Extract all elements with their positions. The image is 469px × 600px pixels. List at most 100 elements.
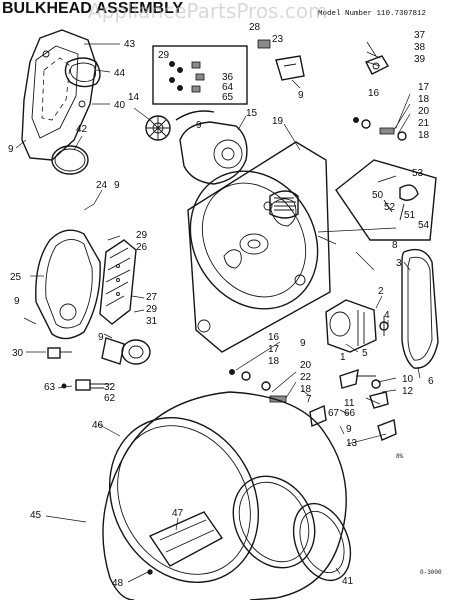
front-door-panel-25 <box>35 229 101 340</box>
drum-baffle-47 <box>148 511 224 567</box>
switch-assembly-box <box>335 159 437 241</box>
callout-32: 32 <box>104 382 116 393</box>
callout-13: 13 <box>346 438 358 449</box>
callout-37: 37 <box>414 30 426 41</box>
blower-wheel-14 <box>145 115 171 141</box>
callout-43: 43 <box>124 39 136 50</box>
callout-42: 42 <box>76 124 88 135</box>
callout-52: 52 <box>384 202 396 213</box>
callout-48: 48 <box>112 578 124 589</box>
roller-bracket-30 <box>47 347 72 359</box>
callout-18: 18 <box>268 356 280 367</box>
callout-66: 66 <box>344 408 356 419</box>
callout-10: 10 <box>402 374 414 385</box>
callout-62: 62 <box>104 393 116 404</box>
callout-9: 9 <box>196 120 202 131</box>
callout-19: 19 <box>272 116 284 127</box>
thermostat-32 <box>61 379 108 391</box>
drum-45 <box>102 391 347 600</box>
callout-25: 25 <box>10 272 22 283</box>
callout-5: 5 <box>362 348 368 359</box>
callout-47: 47 <box>172 508 184 519</box>
idler-bracket-11 <box>339 368 376 389</box>
callout-29: 29 <box>158 50 170 61</box>
callout-28: 28 <box>249 22 261 33</box>
drum-roller-31 <box>101 337 151 365</box>
watermark: AppliancePartsPros.com <box>88 0 328 23</box>
heater-grille <box>269 190 299 219</box>
callout-38: 38 <box>414 42 426 53</box>
callout-16: 16 <box>268 332 280 343</box>
callout-40: 40 <box>114 100 126 111</box>
callout-29: 29 <box>146 304 158 315</box>
callout-9: 9 <box>346 424 352 435</box>
callout-24: 24 <box>96 180 108 191</box>
blower-housing-15 <box>175 110 248 185</box>
callout-39: 39 <box>414 54 426 65</box>
idler-pulley-10 <box>369 379 389 409</box>
page-code: 8% <box>396 453 404 460</box>
callout-36: 36 <box>222 72 234 83</box>
callout-1: 1 <box>340 352 346 363</box>
callout-22: 22 <box>300 372 312 383</box>
callout-9: 9 <box>300 338 306 349</box>
callout-15: 15 <box>246 108 258 119</box>
callout-21: 21 <box>418 118 430 129</box>
callout-20: 20 <box>418 106 430 117</box>
callout-9: 9 <box>114 180 120 191</box>
callout-23: 23 <box>272 34 284 45</box>
model-number-label: Model Number 110.7307812 <box>318 10 426 18</box>
callout-46: 46 <box>92 420 104 431</box>
callout-27: 27 <box>146 292 158 303</box>
rear-drum-seal-41 <box>292 502 352 582</box>
callout-16: 16 <box>368 88 380 99</box>
hardware-kit-box <box>152 45 248 105</box>
callout-18: 18 <box>418 130 430 141</box>
callout-26: 26 <box>136 242 148 253</box>
bracket-67 <box>309 404 327 428</box>
callout-14: 14 <box>128 92 140 103</box>
callout-9: 9 <box>298 90 304 101</box>
callout-53: 53 <box>412 168 424 179</box>
callout-11: 11 <box>344 398 355 409</box>
callout-41: 41 <box>342 576 354 587</box>
seal-ring-42 <box>51 145 89 175</box>
duct-gasket-44 <box>64 57 101 88</box>
callout-9: 9 <box>98 332 104 343</box>
drive-belt-6 <box>401 248 439 369</box>
callout-63: 63 <box>44 382 56 393</box>
callout-9: 9 <box>8 144 14 155</box>
lint-screen-27 <box>99 239 137 325</box>
callout-30: 30 <box>12 348 24 359</box>
roller-stack-right <box>353 117 407 141</box>
leader-lines <box>15 41 421 583</box>
callout-3: 3 <box>396 258 402 269</box>
rear-bulkhead-19 <box>187 141 331 353</box>
callout-50: 50 <box>372 190 384 201</box>
callout-64: 64 <box>222 82 234 93</box>
callout-18: 18 <box>300 384 312 395</box>
callout-17: 17 <box>268 344 280 355</box>
callout-4: 4 <box>384 310 390 321</box>
callout-29: 29 <box>136 230 148 241</box>
callout-9: 9 <box>14 296 20 307</box>
callout-20: 20 <box>300 360 312 371</box>
belt-clip-13 <box>377 419 397 441</box>
top-bracket-23 <box>257 39 305 81</box>
callout-7: 7 <box>306 394 312 405</box>
callout-6: 6 <box>428 376 434 387</box>
callout-67: 67 <box>328 408 340 419</box>
roller-stack-lower <box>229 369 287 403</box>
callout-labels: 43 44 40 42 9 14 29 36 64 65 15 9 28 23 … <box>8 22 434 589</box>
callout-18: 18 <box>418 94 430 105</box>
callout-45: 45 <box>30 510 42 521</box>
diagram-code: 0-3000 <box>420 569 442 576</box>
callout-12: 12 <box>402 386 414 397</box>
front-bulkhead-panel <box>21 29 97 161</box>
callout-51: 51 <box>404 210 416 221</box>
callout-54: 54 <box>418 220 430 231</box>
callout-2: 2 <box>378 286 384 297</box>
callout-17: 17 <box>418 82 430 93</box>
callout-31: 31 <box>146 316 158 327</box>
